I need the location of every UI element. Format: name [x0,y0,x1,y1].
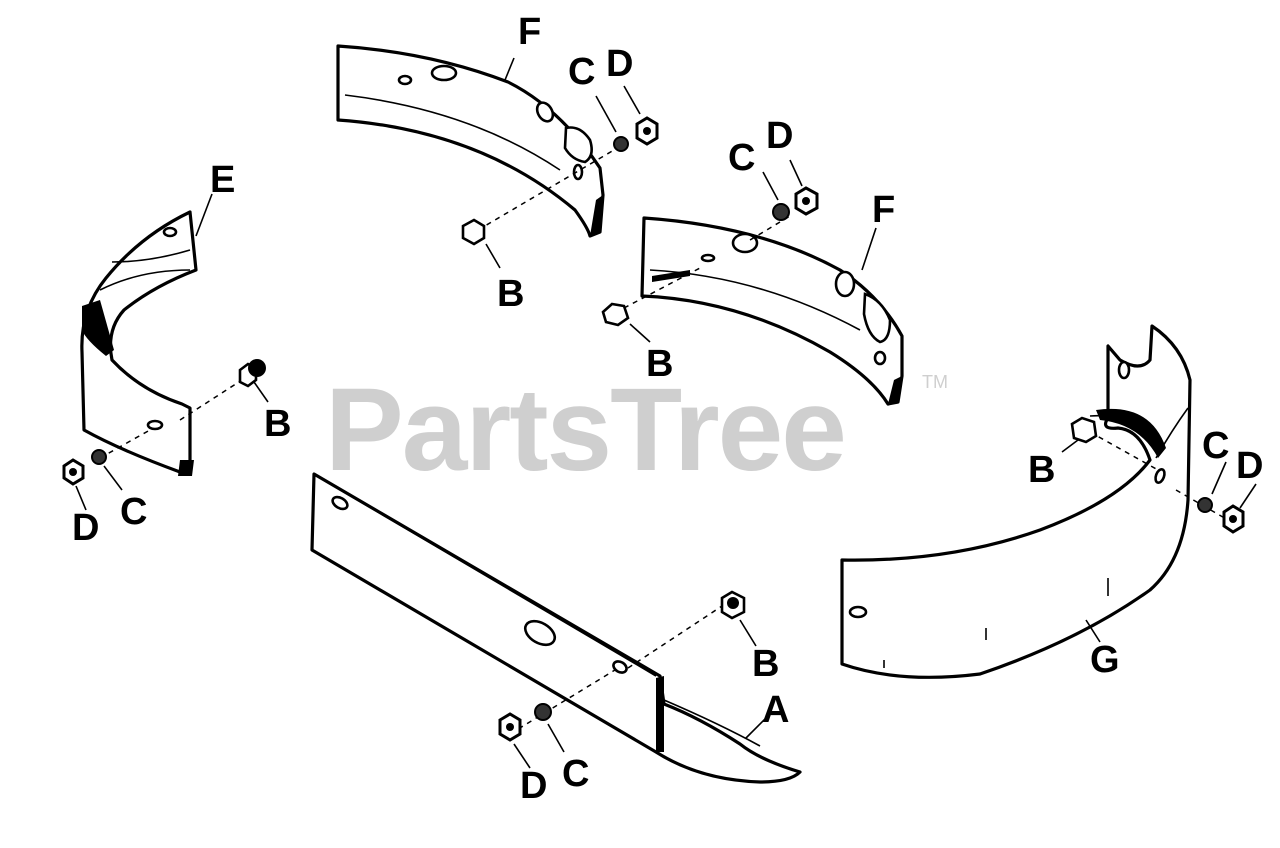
watermark-trademark: TM [922,372,948,392]
callout-c-mid: C [728,137,755,179]
callout-b-right: B [1028,449,1055,491]
watermark-text: PartsTree [325,364,845,496]
part-f-mid [640,216,904,406]
callout-d-mid: D [766,115,793,157]
callout-e-left: E [210,159,235,201]
callout-d-bottom: D [520,765,547,807]
watermark: PartsTree TM [325,364,948,496]
part-g-right [840,324,1192,679]
part-e-left [80,210,198,476]
callout-a-bottom: A [762,689,789,731]
callout-b-top: B [497,273,524,315]
callout-b-mid: B [646,343,673,385]
part-a-bottom [310,472,802,784]
callout-c-bottom: C [562,753,589,795]
hardware-left: E B C D [62,159,291,549]
callout-d-top: D [606,43,633,85]
callout-f-top: F [518,11,541,53]
hardware-mid: C D F B [601,115,895,385]
callout-b-left: B [264,403,291,445]
callout-c-right: C [1202,425,1229,467]
hardware-top: F C D B [461,11,659,315]
callout-c-left: C [120,491,147,533]
callout-f-mid: F [872,189,895,231]
callout-b-bottom: B [752,643,779,685]
part-f-top [336,44,605,238]
hardware-right: B C D G [1028,416,1263,681]
callout-c-top: C [568,51,595,93]
hardware-bottom: B A C D [498,590,789,807]
callout-g-right: G [1090,639,1120,681]
callout-d-left: D [72,507,99,549]
callout-d-right: D [1236,445,1263,487]
